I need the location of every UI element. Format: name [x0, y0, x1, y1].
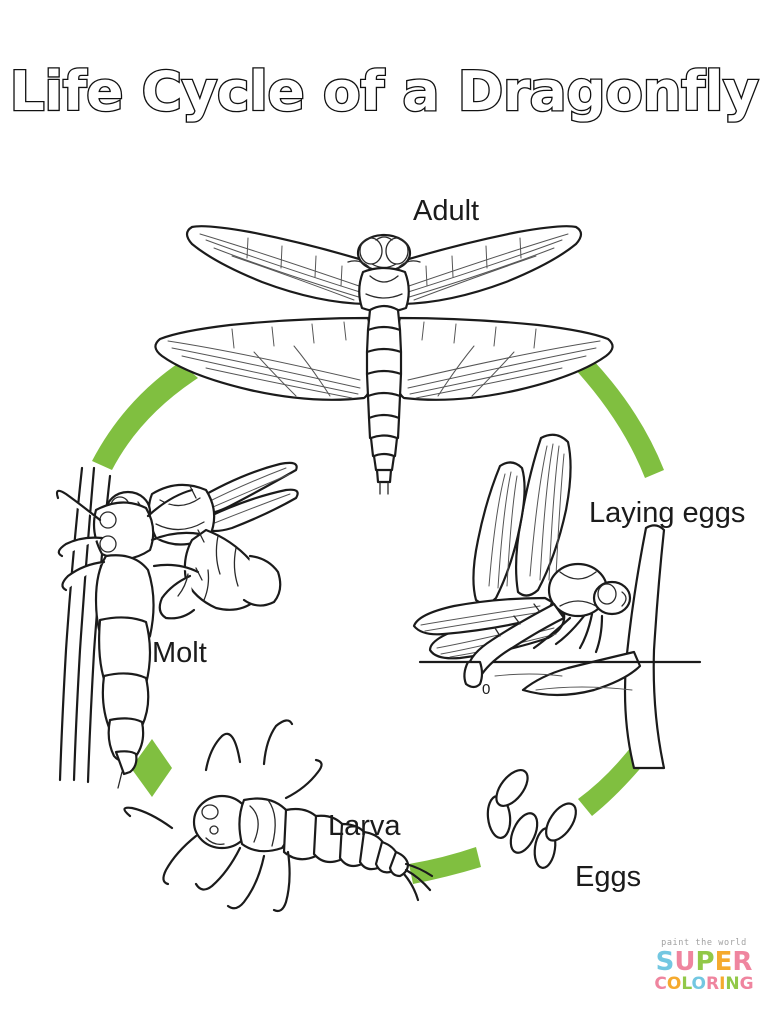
page-title-container: Life Cycle of a Dragonfly	[0, 60, 768, 123]
watermark-super-text: SUPER	[655, 947, 753, 977]
stage-label-eggs: Eggs	[575, 861, 642, 893]
molt-illustration	[55, 461, 299, 789]
stage-label-larva: Larva	[328, 810, 401, 842]
arrow-larva-to-molt	[131, 739, 172, 797]
page-title: Life Cycle of a Dragonfly	[8, 60, 760, 123]
arrow-adult-to-laying-eggs	[573, 359, 664, 478]
arrow-molt-to-adult	[92, 362, 198, 470]
eggs-illustration	[486, 769, 577, 869]
watermark-tagline: paint the world	[661, 938, 747, 948]
arrow-eggs-to-larva	[409, 847, 481, 884]
stage-label-laying-eggs: Laying eggs	[589, 497, 746, 529]
laying-eggs-illustration	[412, 433, 702, 770]
stage-label-molt: Molt	[152, 637, 207, 669]
stage-label-adult: Adult	[413, 195, 480, 227]
supercoloring-watermark: paint the world SUPER COLORING	[645, 938, 763, 1012]
adult-dragonfly-illustration	[154, 225, 614, 495]
water-line-marker: 0	[482, 681, 491, 698]
cycle-arrows	[92, 359, 664, 884]
arrow-laying-eggs-to-eggs	[578, 735, 654, 816]
watermark-coloring-text: COLORING	[654, 974, 754, 994]
